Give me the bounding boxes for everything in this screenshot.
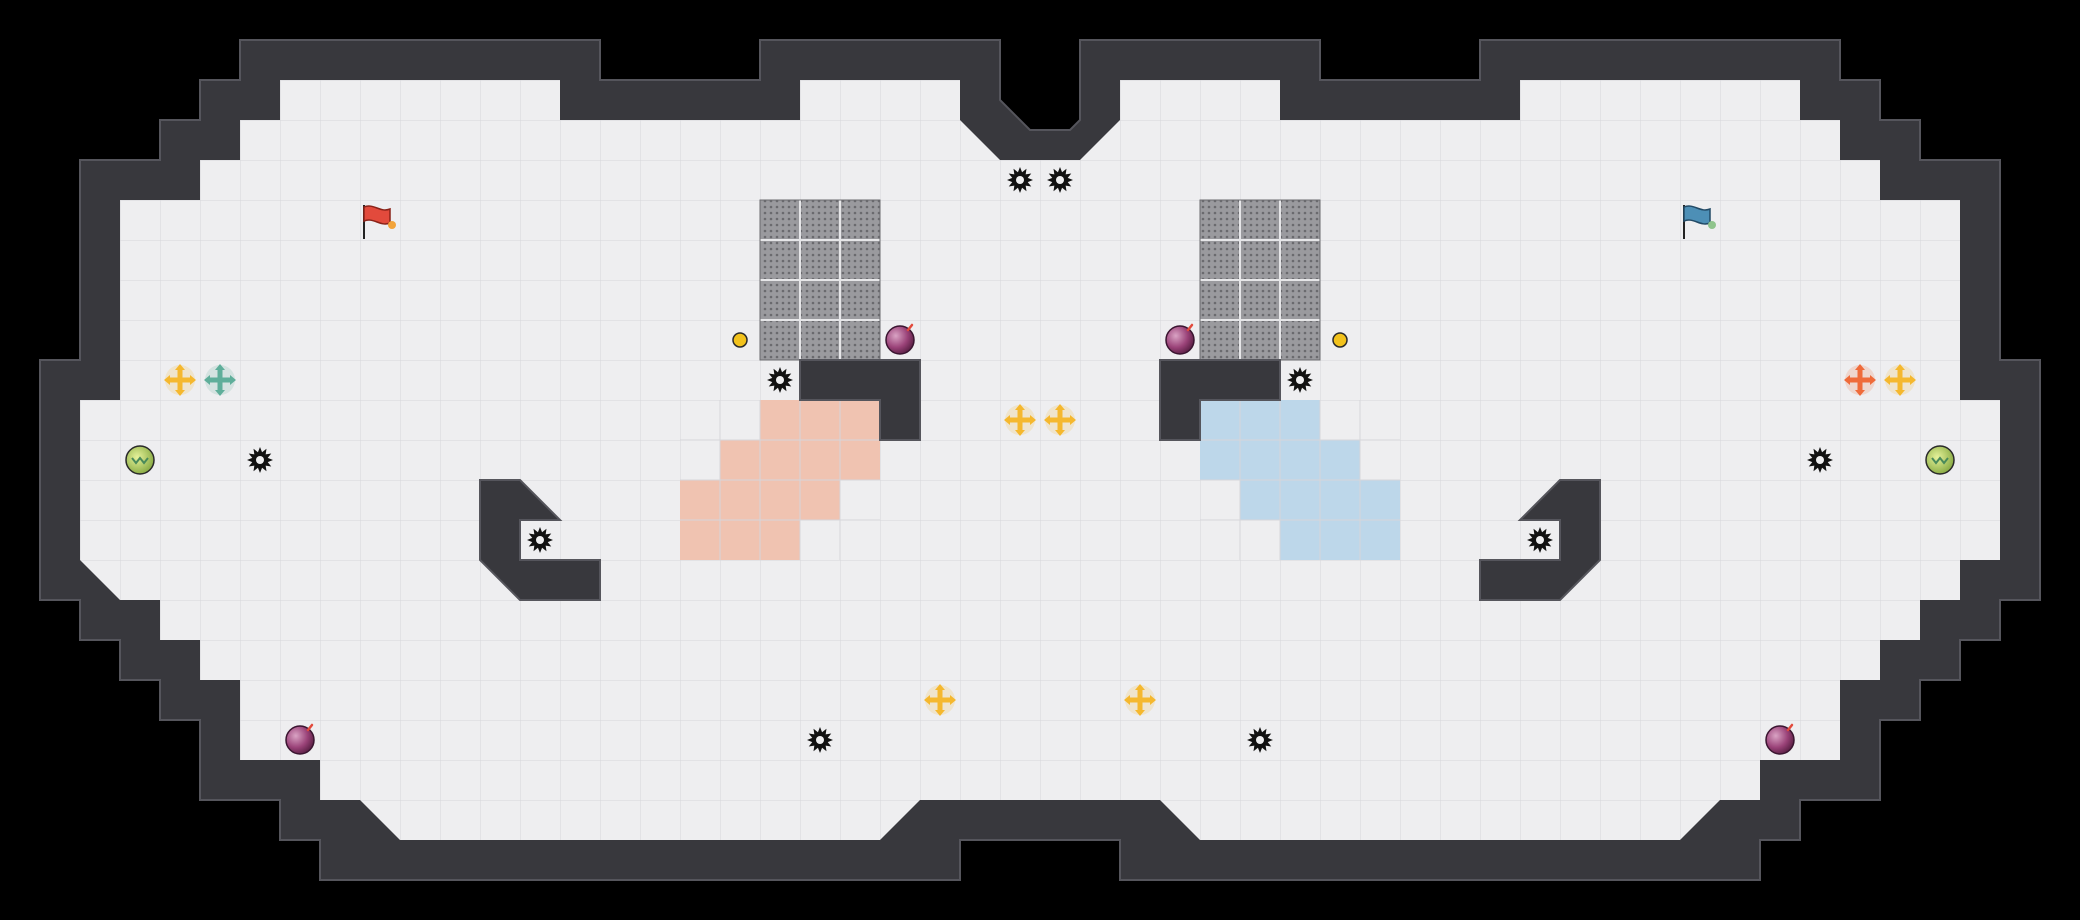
spikes-layer [247,167,1833,753]
speed-boost-icon [164,364,196,396]
bomb-icon [1165,323,1195,355]
bomb-icon [885,323,915,355]
speed-boost-icon [204,364,236,396]
boosts-layer [164,364,1916,716]
spike-icon [807,727,833,753]
spike-icon [767,367,793,393]
tokens-layer [732,332,1348,348]
bomb-icon [1765,723,1795,755]
portal-icon [125,445,155,475]
inner-walls [479,359,1601,601]
spike-icon [1807,447,1833,473]
floor-area [80,80,2000,840]
speed-boost-icon [1844,364,1876,396]
wall-left-bracket [479,479,601,601]
spike-icon [1527,527,1553,553]
spike-icon [1047,167,1073,193]
wall-right-center [1159,359,1281,441]
team-zone-grid [680,400,1400,560]
red-flag-icon[interactable] [363,205,396,239]
grate-block-left [759,199,881,361]
spike-icon [527,527,553,553]
spike-icon [247,447,273,473]
token-icon [1332,332,1348,348]
spike-icon [1007,167,1033,193]
speed-boost-icon [924,684,956,716]
speed-boost-icon [1044,404,1076,436]
speed-boost-icon [1124,684,1156,716]
portals-layer [125,445,1955,475]
bomb-icon [285,723,315,755]
blue-flag-icon[interactable] [1683,205,1716,239]
speed-boost-icon [1884,364,1916,396]
spike-icon [1247,727,1273,753]
wall-right-bracket [1479,479,1601,601]
speed-boost-icon [1004,404,1036,436]
portal-icon [1925,445,1955,475]
wall-left-center [799,359,921,441]
token-icon [732,332,748,348]
grate-block-right [1199,199,1321,361]
spike-icon [1287,367,1313,393]
bombs-layer [285,323,1795,755]
